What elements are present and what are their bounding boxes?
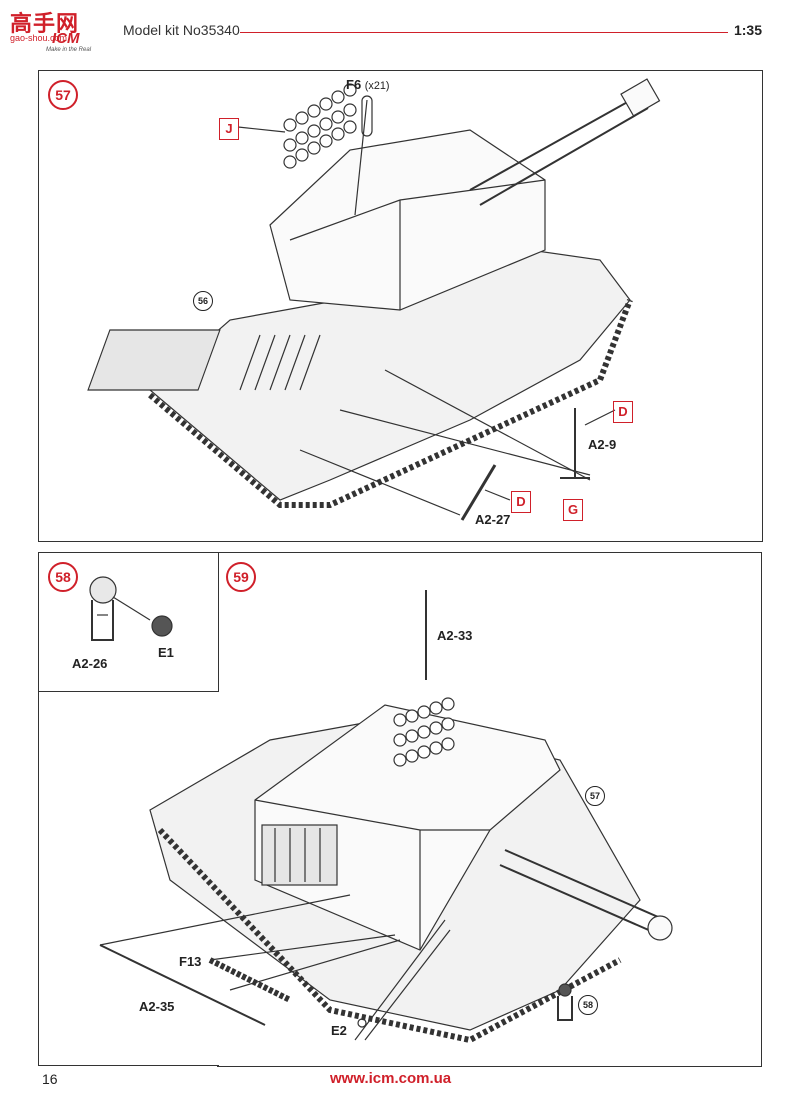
step-57-panel bbox=[38, 70, 763, 542]
step-58-panel bbox=[38, 552, 219, 692]
label-f6-part: F6 bbox=[346, 77, 362, 92]
label-f6: F6 (x21) bbox=[346, 77, 389, 92]
ref-step-56: 56 bbox=[193, 291, 213, 311]
kit-title: Model kit No35340 bbox=[123, 22, 240, 38]
header-rule bbox=[240, 32, 728, 33]
label-a2-35: A2-35 bbox=[139, 999, 175, 1014]
label-f13: F13 bbox=[179, 954, 202, 969]
box-g: G bbox=[563, 499, 583, 521]
step-58-number: 58 bbox=[48, 562, 78, 592]
label-e1: E1 bbox=[158, 645, 174, 660]
site-logo: 高手网 gao-shou.com ICM Make in the Real bbox=[10, 6, 110, 54]
label-f6-qty: (x21) bbox=[364, 80, 390, 92]
label-a2-33: A2-33 bbox=[437, 628, 473, 643]
box-d-upper: D bbox=[613, 401, 633, 423]
step-59-panel bbox=[217, 552, 762, 1067]
step-57-number: 57 bbox=[48, 80, 78, 110]
logo-site-text: gao-shou.com bbox=[10, 33, 68, 43]
footer-url[interactable]: www.icm.com.ua bbox=[330, 1070, 452, 1087]
icm-logo: ICM bbox=[52, 30, 80, 47]
box-d-lower: D bbox=[511, 491, 531, 513]
ref-step-58: 58 bbox=[578, 995, 598, 1015]
label-e2: E2 bbox=[331, 1023, 347, 1038]
page-number: 16 bbox=[42, 1071, 58, 1087]
label-a2-26: A2-26 bbox=[72, 656, 108, 671]
logo-cn-text: 高手网 bbox=[10, 11, 80, 36]
label-a2-27: A2-27 bbox=[475, 512, 511, 527]
box-j: J bbox=[219, 118, 239, 140]
step-59-panel-lower bbox=[38, 690, 219, 1066]
step-59-number: 59 bbox=[226, 562, 256, 592]
logo-tagline: Make in the Real bbox=[46, 47, 92, 53]
label-a2-9: A2-9 bbox=[588, 437, 617, 452]
scale-label: 1:35 bbox=[733, 22, 762, 38]
ref-step-57: 57 bbox=[585, 786, 605, 806]
